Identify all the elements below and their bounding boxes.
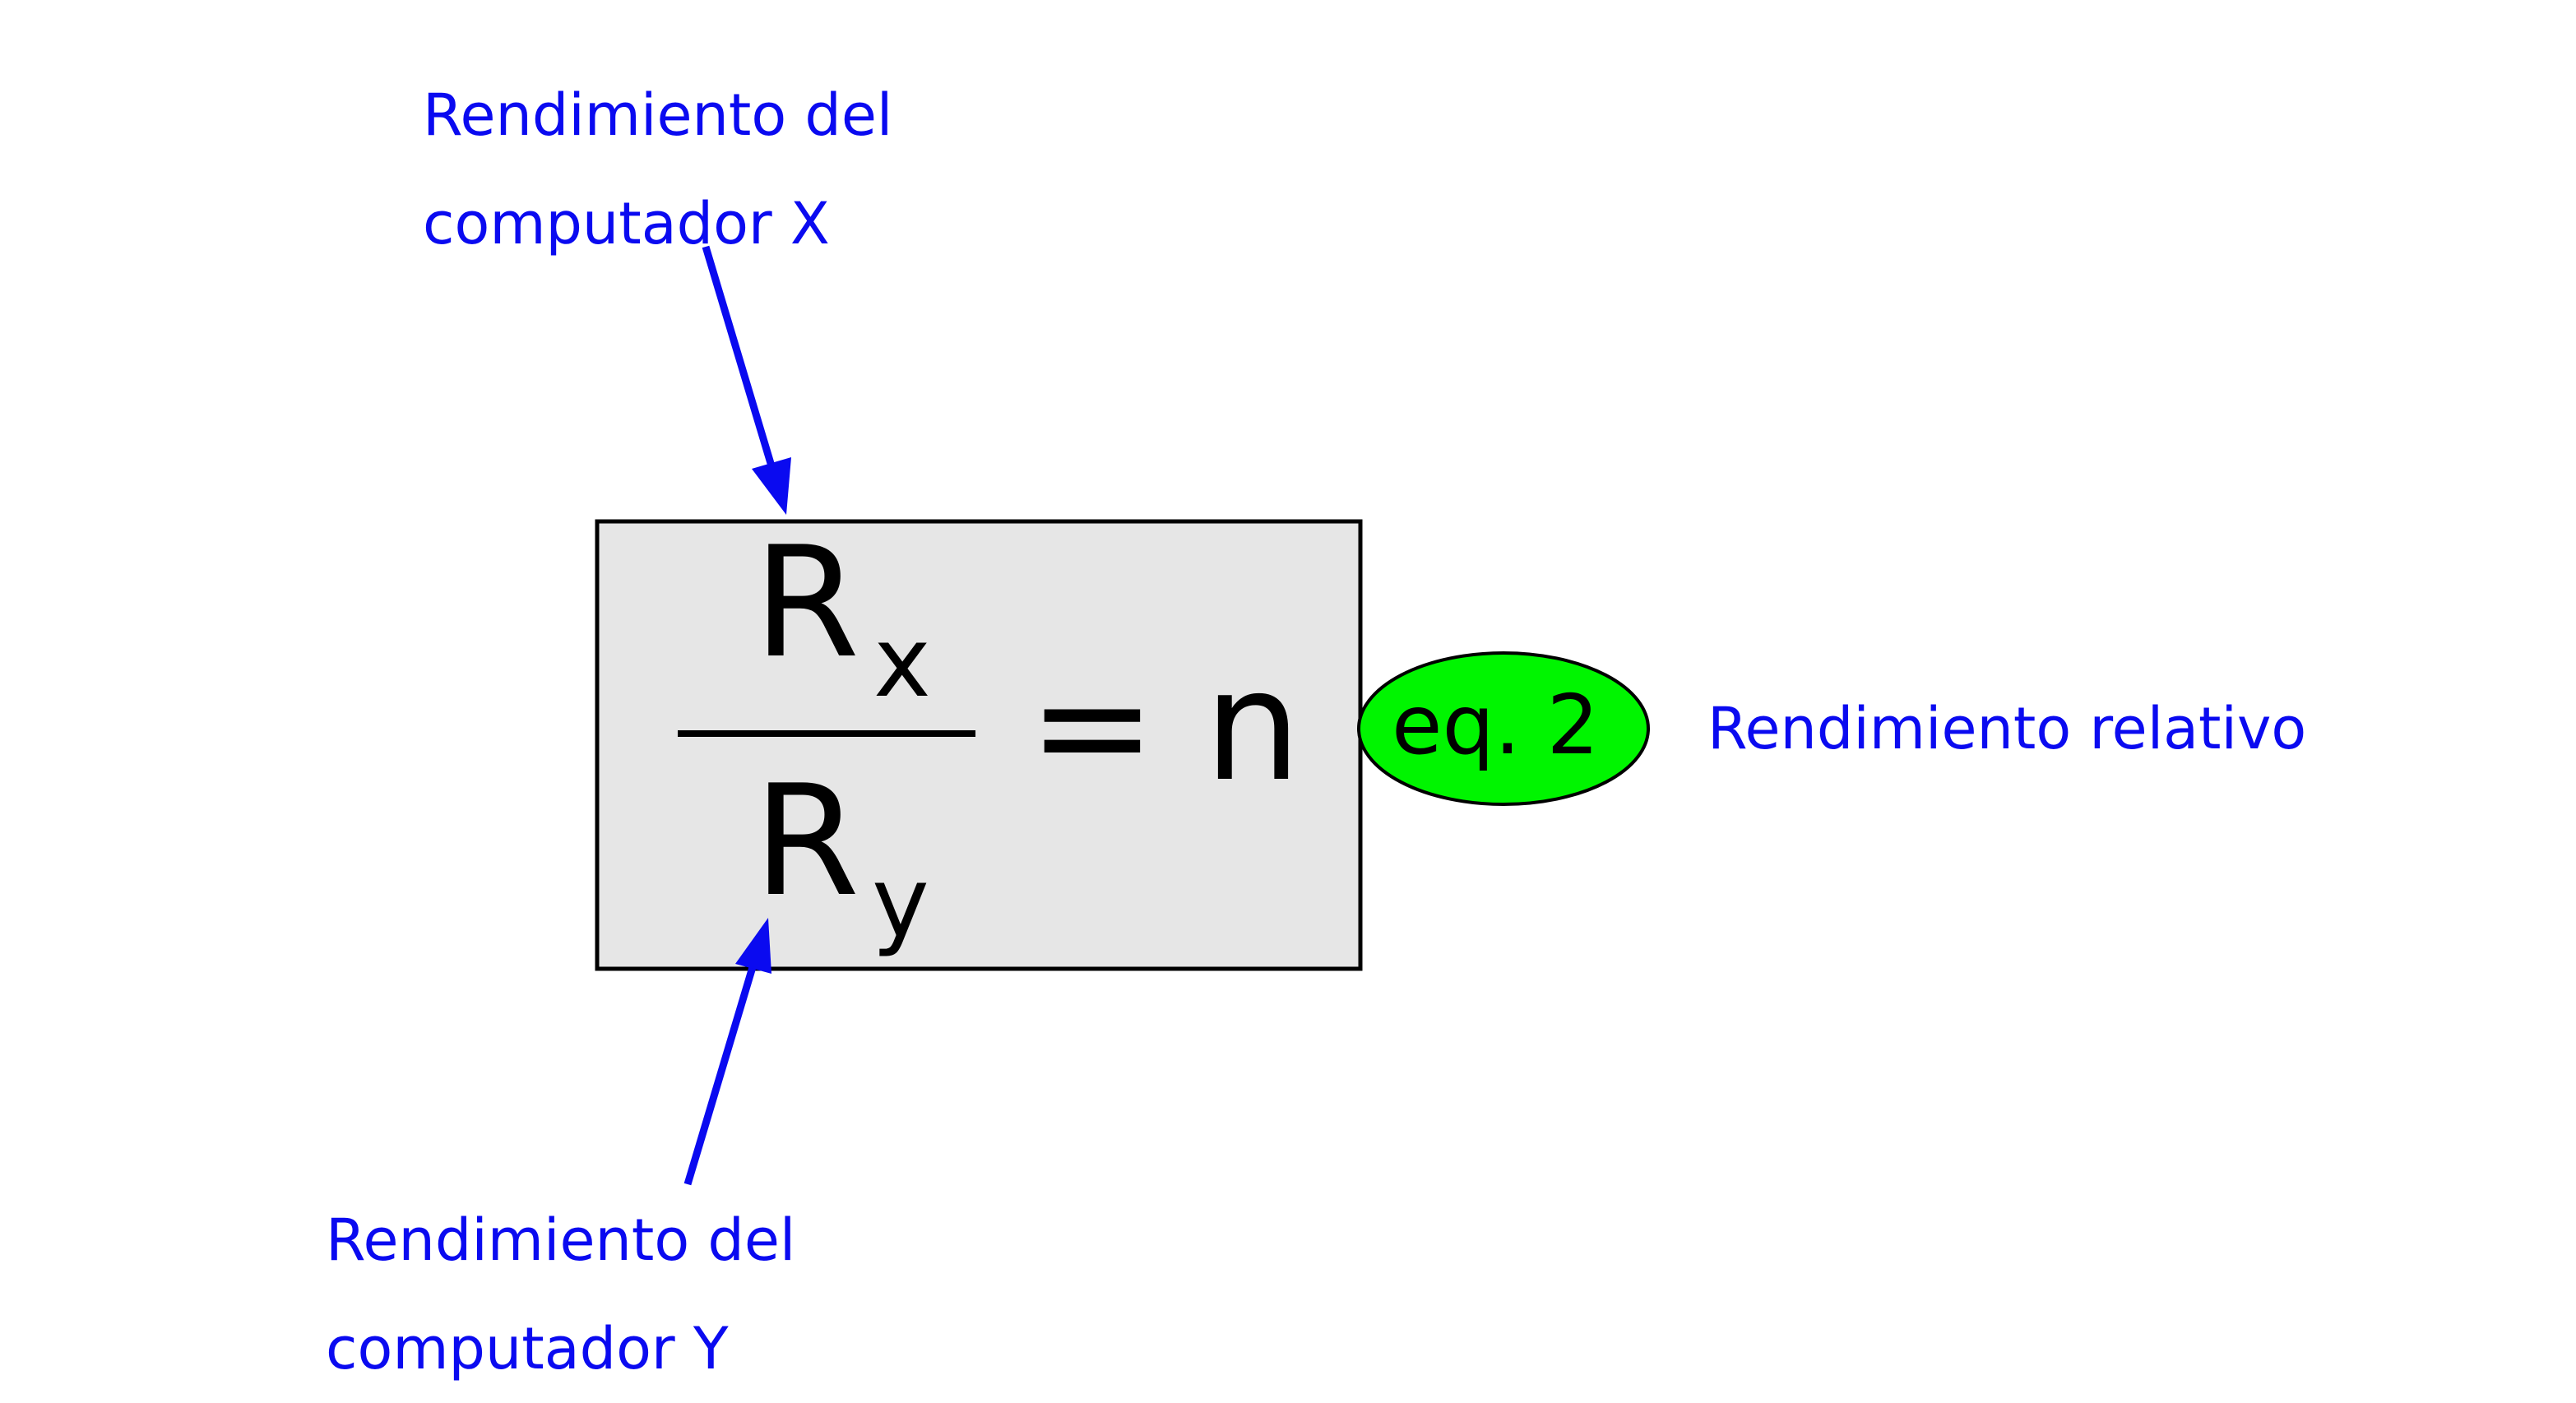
- arrow-to-numerator: [702, 245, 791, 515]
- result-symbol: n: [1204, 637, 1301, 815]
- numerator-annotation-line2: computador X: [423, 190, 830, 257]
- numerator-annotation-line1: Rendimiento del: [423, 81, 893, 149]
- numerator-symbol: R: [753, 513, 860, 692]
- denominator-annotation: Rendimiento del computador Y: [326, 1186, 795, 1403]
- equation-box: [595, 519, 1363, 971]
- numerator-subscript: x: [873, 605, 931, 719]
- equation-number-badge: [1357, 651, 1650, 806]
- equation-number-label: eq. 2: [1392, 677, 1600, 773]
- denominator-annotation-line2: computador Y: [326, 1315, 729, 1382]
- numerator-annotation: Rendimiento del computador X: [423, 61, 892, 278]
- relative-performance-annotation: Rendimiento relativo: [1707, 695, 2307, 762]
- denominator-symbol: R: [753, 752, 860, 930]
- equals-sign: =: [1028, 637, 1156, 815]
- denominator-annotation-line1: Rendimiento del: [326, 1206, 796, 1274]
- arrow-to-denominator: [683, 918, 771, 1186]
- denominator-subscript: y: [872, 845, 929, 959]
